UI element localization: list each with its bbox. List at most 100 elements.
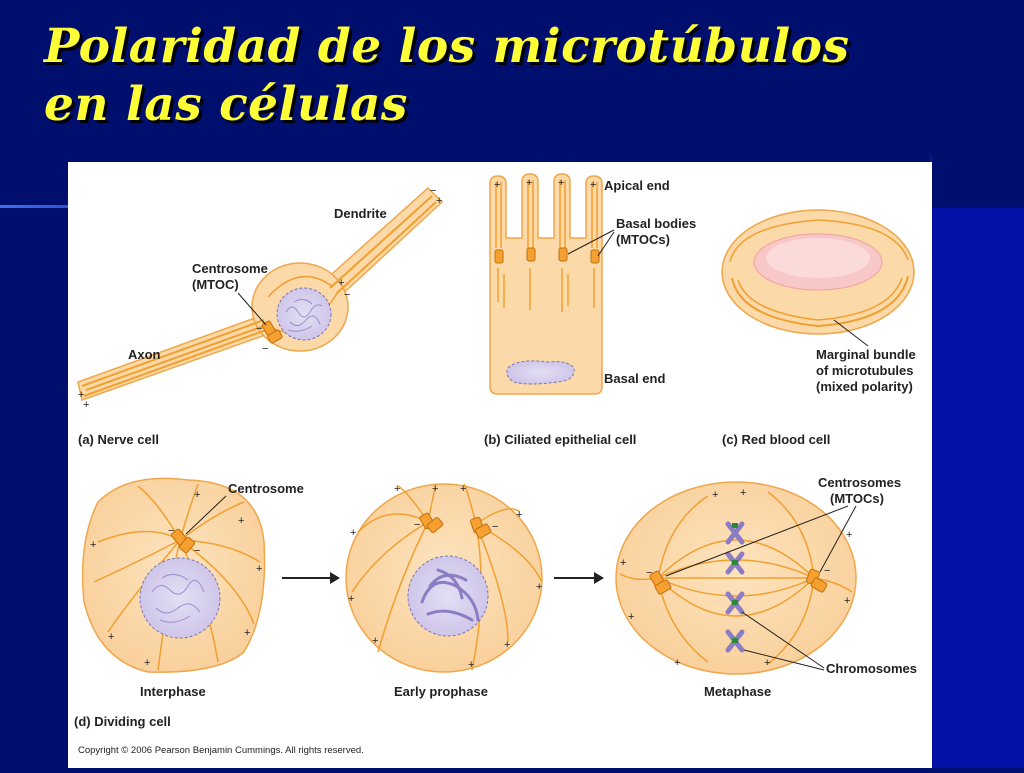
plus-end-marker: + [436,195,442,207]
minus-end-marker: − [414,519,420,531]
minus-end-marker: − [646,567,652,579]
copyright-notice: Copyright © 2006 Pearson Benjamin Cummin… [78,745,364,756]
nerve-cell: + + − + + − − − Dendrite Centrosome (MTO… [77,185,444,447]
plus-end-marker: + [844,595,850,607]
label-marginal-bundle: Marginal bundle [816,347,916,362]
rbc-highlight [766,238,870,278]
stage-arrow [282,572,340,584]
plus-end-marker: + [494,179,500,191]
plus-end-marker: + [504,639,510,651]
axon-microtubule [81,319,265,387]
label-dendrite: Dendrite [334,206,387,221]
marginal-bundle-microtubule [731,275,909,328]
soma-microtubule [267,275,334,298]
plus-end-marker: + [468,659,474,671]
centrosome-icon [178,536,196,554]
label-centrosome: Centrosome [192,261,268,276]
axon-microtubule [85,325,265,391]
plus-end-marker: + [83,399,89,411]
centrosome-icon [654,579,672,595]
plus-end-marker: + [256,563,262,575]
minus-end-marker: − [344,289,350,301]
plus-end-marker: + [90,539,96,551]
centrosome-icon [474,523,492,539]
metaphase-cell: + + + + + + + + − − Centrosomes (MTOCs) … [615,475,917,699]
slide-title: Polaridad de los microtúbulos en las cél… [44,18,849,134]
nucleus [506,360,575,385]
plus-end-marker: + [432,483,438,495]
interphase-cell: + + + + + + + − − Centrosome Interphase [81,477,304,699]
minus-end-marker: − [262,343,268,355]
metaphase-chromosomes [725,521,745,653]
plus-end-marker: + [764,657,770,669]
plus-end-marker: + [238,515,244,527]
label-basal-bodies: Basal bodies [616,216,696,231]
basal-body-icon [494,249,504,264]
plus-end-marker: + [712,489,718,501]
label-mtoc: (MTOC) [192,277,239,292]
nucleus [276,287,332,341]
marginal-bundle-microtubule [729,219,909,263]
leader-line [237,292,267,326]
chromatin [285,298,323,332]
leader-line [743,649,825,671]
label-basal-end: Basal end [604,371,665,386]
plus-end-marker: + [628,611,634,623]
caption-ciliated-cell: (b) Ciliated epithelial cell [484,432,636,447]
caption-dividing-cell: (d) Dividing cell [74,714,171,729]
caption-early-prophase: Early prophase [394,684,488,699]
plus-end-marker: + [194,489,200,501]
label-centrosomes: Centrosomes [818,475,901,490]
caption-interphase: Interphase [140,684,206,699]
label-basal-bodies-mtocs: (MTOCs) [616,232,670,247]
leader-line [741,611,825,669]
ciliated-epithelial-cell: + + + + Apical end Basal bodies (MTOCs) … [484,173,696,447]
plus-end-marker: + [338,277,344,289]
label-chromosomes: Chromosomes [826,661,917,676]
plus-end-marker: + [244,627,250,639]
figure-panel: + + − + + − − − Dendrite Centrosome (MTO… [68,162,932,768]
caption-nerve-cell: (a) Nerve cell [78,432,159,447]
early-prophase-cell: + + + + + + + + + + − − Early prophase [345,483,543,699]
chromatin [151,574,205,623]
leader-line [185,495,227,535]
basal-body-icon [590,249,600,264]
basal-body-icon [558,247,568,262]
plus-end-marker: + [846,529,852,541]
minus-end-marker: − [492,521,498,533]
microtubule-polarity-figure: + + − + + − − − Dendrite Centrosome (MTO… [74,173,917,756]
plus-end-marker: + [590,179,596,191]
nucleus [139,557,221,639]
plus-end-marker: + [740,487,746,499]
label-centrosome: Centrosome [228,481,304,496]
epithelial-cell-body [489,173,603,395]
plus-end-marker: + [536,581,542,593]
centrosome-icon [426,516,444,534]
stage-arrow [554,572,604,584]
minus-end-marker: − [824,565,830,577]
marginal-bundle-microtubule [737,277,903,321]
background-band [930,208,1024,768]
dendrite-microtubule [335,201,437,295]
plus-end-marker: + [144,657,150,669]
leader-line [665,505,849,577]
leader-line [567,229,615,255]
plus-end-marker: + [620,557,626,569]
label-centrosomes-mtocs: (MTOCs) [830,491,884,506]
minus-end-marker: − [430,185,436,197]
plus-end-marker: + [460,483,466,495]
plus-end-marker: + [350,527,356,539]
minus-end-marker: − [194,545,200,557]
caption-metaphase: Metaphase [704,684,771,699]
plus-end-marker: + [348,593,354,605]
condensing-chromosomes [420,568,480,622]
plus-end-marker: + [78,389,84,401]
minus-end-marker: − [256,323,262,335]
leader-line [597,231,615,257]
label-mixed-polarity: (mixed polarity) [816,379,913,394]
centrosome-icon [810,577,828,593]
plus-end-marker: + [526,177,532,189]
label-of-microtubules: of microtubules [816,363,914,378]
plus-end-marker: + [108,631,114,643]
minus-end-marker: − [168,525,174,537]
